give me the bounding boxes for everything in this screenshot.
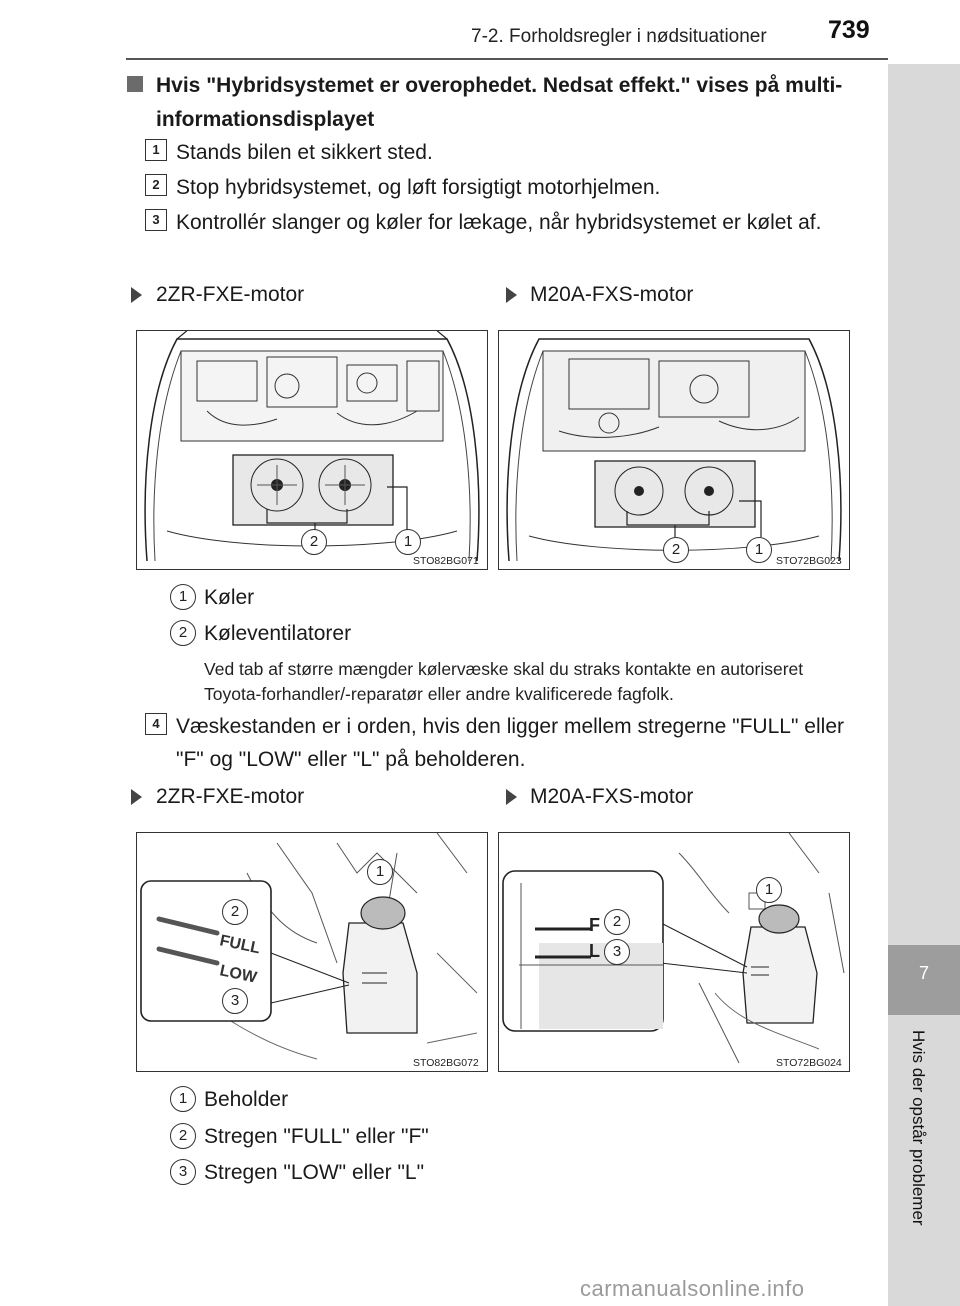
- chapter-number-box: [888, 945, 960, 1015]
- l-mark: L: [589, 941, 600, 961]
- page-number: 739: [828, 16, 870, 44]
- step-text: Væskestanden er i orden, hvis den ligger…: [176, 715, 844, 771]
- callout-3: 3: [604, 939, 630, 965]
- figure-code: STO72BG023: [776, 555, 842, 567]
- triangle-bullet-icon: [131, 789, 142, 805]
- step-number-box: 2: [145, 174, 167, 196]
- square-bullet-icon: [127, 76, 143, 92]
- callout-1: 1: [756, 877, 782, 903]
- legend-text: Køler: [204, 586, 255, 609]
- chapter-tab-top: [888, 0, 960, 64]
- step-number-box: 4: [145, 713, 167, 735]
- motor-label: 2ZR-FXE-motor: [156, 283, 305, 306]
- callout-2: 2: [222, 899, 248, 925]
- chapter-title: Hvis der opstår problemer: [909, 1030, 928, 1226]
- callout-2: 2: [604, 909, 630, 935]
- section-title: 7-2. Forholdsregler i nødsituationer: [471, 26, 767, 47]
- callout-2: 2: [663, 537, 689, 563]
- engine-bay-illustration: [498, 330, 850, 570]
- note-text: Ved tab af større mængder kølervæske ska…: [204, 659, 804, 704]
- reservoir-illustration: F L: [498, 832, 850, 1072]
- reservoir-illustration: FULL LOW: [136, 832, 488, 1072]
- step-text: Stop hybridsystemet, og løft forsigtigt …: [176, 176, 661, 199]
- legend-number: 2: [170, 620, 196, 646]
- triangle-bullet-icon: [506, 287, 517, 303]
- triangle-bullet-icon: [506, 789, 517, 805]
- legend-number: 1: [170, 584, 196, 610]
- step-text: Kontrollér slanger og køler for lækage, …: [176, 211, 822, 234]
- callout-1: 1: [367, 859, 393, 885]
- figure-code: STO72BG024: [776, 1057, 842, 1069]
- section-heading: Hvis "Hybridsystemet er overophedet. Ned…: [156, 74, 843, 131]
- callout-2: 2: [301, 529, 327, 555]
- step-number-box: 3: [145, 209, 167, 231]
- f-mark: F: [589, 915, 600, 935]
- motor-label: 2ZR-FXE-motor: [156, 785, 305, 808]
- figure-code: STO82BG071: [413, 555, 479, 567]
- legend-text: Stregen "FULL" eller "F": [204, 1125, 429, 1148]
- chapter-number: 7: [918, 963, 929, 983]
- callout-1: 1: [395, 529, 421, 555]
- triangle-bullet-icon: [131, 287, 142, 303]
- legend-text: Beholder: [204, 1088, 289, 1111]
- watermark: carmanualsonline.info: [580, 1276, 805, 1301]
- legend-text: Køleventilatorer: [204, 622, 352, 645]
- legend-number: 2: [170, 1123, 196, 1149]
- engine-bay-illustration: [136, 330, 488, 570]
- step-number-box: 1: [145, 139, 167, 161]
- legend-text: Stregen "LOW" eller "L": [204, 1161, 425, 1184]
- legend-number: 1: [170, 1086, 196, 1112]
- callout-1: 1: [746, 537, 772, 563]
- figure-code: STO82BG072: [413, 1057, 479, 1069]
- header-divider: [126, 58, 888, 60]
- chapter-tab: [888, 0, 960, 1306]
- motor-label: M20A-FXS-motor: [530, 785, 694, 808]
- motor-label: M20A-FXS-motor: [530, 283, 694, 306]
- step-text: Stands bilen et sikkert sted.: [176, 141, 433, 164]
- legend-number: 3: [170, 1159, 196, 1185]
- callout-3: 3: [222, 988, 248, 1014]
